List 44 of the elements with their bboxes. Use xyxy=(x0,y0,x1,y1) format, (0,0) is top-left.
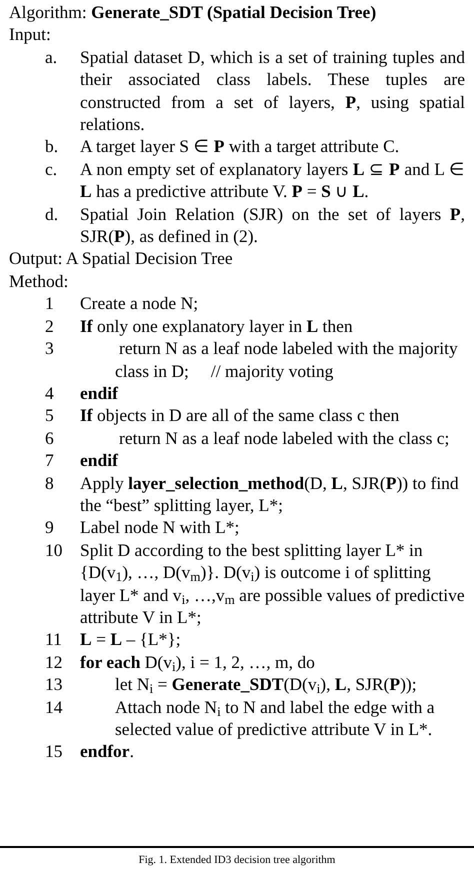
section-heading: Input: xyxy=(9,23,52,46)
step-text: endif xyxy=(80,449,120,472)
line-number: 14 xyxy=(45,696,62,717)
line-number: a. xyxy=(45,46,58,67)
step-text: Spatial dataset D, which is a set of training tuples and their associated class labels. These tuples are constructed from a set of layers, P, using spatial relations. xyxy=(80,46,465,136)
section-heading: Output: A Spatial Decision Tree xyxy=(9,247,234,270)
line-number: 15 xyxy=(45,741,62,762)
line-number: 13 xyxy=(45,674,62,694)
line-number: 1 xyxy=(45,293,54,314)
step-text: L = L – {L*}; xyxy=(80,628,182,651)
line-number: d. xyxy=(45,204,58,224)
line-number: 5 xyxy=(45,405,54,426)
step-text: If objects in D are all of the same class c then xyxy=(80,404,400,427)
line-number: 8 xyxy=(45,472,54,493)
step-text: Apply layer_selection_method(D, L, SJR(P)) to find the “best” splitting layer, L*; xyxy=(80,472,460,516)
indented-step-text: return N as a leaf node labeled with the majority class in D; // majority voting xyxy=(115,337,459,382)
step-text: A non empty set of explanatory layers L ⊆ P and L ∈ L has a predictive attribute V. P = S ∪ L. xyxy=(80,158,465,203)
figure-caption: Fig. 1. Extended ID3 decision tree algorithm xyxy=(138,853,336,867)
code-comment: // majority voting xyxy=(210,360,334,380)
step-text: If only one explanatory layer in L then xyxy=(80,314,354,338)
algorithm-title: Algorithm: Generate_SDT (Spatial Decision Tree) xyxy=(9,1,378,24)
line-number: 7 xyxy=(45,450,54,470)
line-number: 10 xyxy=(45,540,62,560)
line-number: 3 xyxy=(45,338,54,358)
line-number: 6 xyxy=(45,428,54,448)
line-number: 9 xyxy=(45,517,54,538)
step-text: Create a node N; xyxy=(80,292,200,315)
line-number: 4 xyxy=(45,382,54,403)
step-text: A target layer S ∈ P with a target attribute C. xyxy=(80,135,400,158)
indented-step-text: return N as a leaf node labeled with the class c; xyxy=(118,426,450,450)
step-text: for each D(v$_{i}$), i = 1, 2, …, m, do xyxy=(80,650,316,674)
step-text: Label node N with L*; xyxy=(80,516,240,539)
line-number: c. xyxy=(45,158,58,179)
line-number: 11 xyxy=(45,629,62,650)
step-text: Split D according to the best splitting layer L* in {D(v$_{1}$), …, D(v$_{m}$)}. D(v$_{i}$) is outcome i of splitting layer L* and v$_{i}$, …,v$_{m}$ are possible values of predictive attribute V in L*; xyxy=(80,538,465,628)
line-number: 2 xyxy=(45,316,54,336)
section-heading: Method: xyxy=(9,270,70,292)
line-number: b. xyxy=(45,136,58,156)
step-text: endfor. xyxy=(80,740,135,763)
step-text: endif xyxy=(80,382,120,404)
line-number: 12 xyxy=(45,652,62,672)
indented-step-text: Attach node N$_{i}$ to N and label the edge with a selected value of predictive attribute V in L*. xyxy=(115,696,436,740)
indented-step-text: let N$_{i}$ = Generate_SDT(D(v$_{i}$), L, SJR(P)); xyxy=(115,673,418,696)
step-text: Spatial Join Relation (SJR) on the set of layers P, SJR(P), as defined in (2). xyxy=(80,202,465,248)
